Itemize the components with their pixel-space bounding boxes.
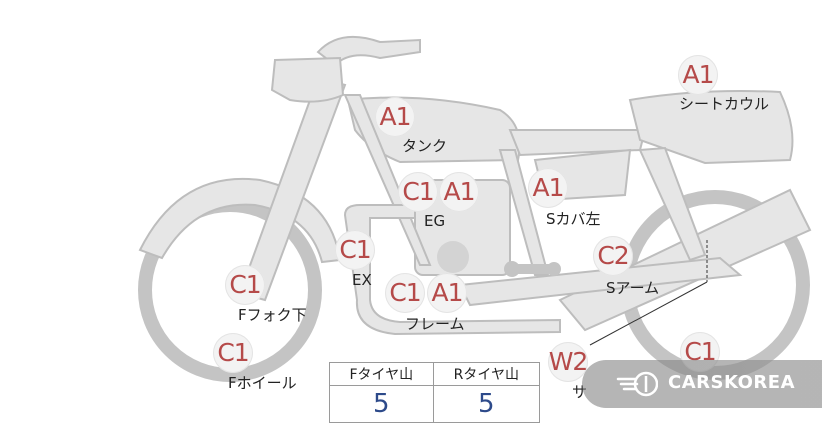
grade-ex: C1 bbox=[335, 230, 375, 270]
label-swing-arm: Sアーム bbox=[606, 279, 660, 297]
label-front-fork-lower: Fフォク下 bbox=[238, 306, 307, 324]
wing-logo-icon bbox=[616, 371, 658, 397]
front-tire-header: Fタイヤ山 bbox=[329, 362, 434, 386]
grade-side-cover-left: A1 bbox=[528, 168, 568, 208]
muffler-shape bbox=[558, 188, 812, 332]
grade-eg-c: C1 bbox=[398, 172, 438, 212]
label-frame: フレーム bbox=[405, 315, 465, 333]
label-front-wheel: Fホイール bbox=[228, 374, 297, 392]
label-ex: EX bbox=[352, 271, 372, 289]
grade-frame-a: A1 bbox=[427, 273, 467, 313]
front-tire-value: 5 bbox=[329, 385, 434, 423]
grade-seat-cowl: A1 bbox=[678, 55, 718, 95]
label-seat-cowl: シートカウル bbox=[679, 95, 770, 113]
grade-w2: W2 bbox=[548, 342, 588, 382]
grade-swing-arm: C2 bbox=[593, 236, 633, 276]
handlebar-shape bbox=[316, 35, 421, 67]
leader-line bbox=[589, 281, 708, 346]
watermark-text: CARSKOREA bbox=[668, 372, 795, 393]
label-tank: タンク bbox=[402, 137, 448, 155]
engine-cover-shape bbox=[437, 241, 469, 273]
grade-eg-a: A1 bbox=[439, 172, 479, 212]
exhaust-shape bbox=[343, 204, 561, 336]
tire-tread-table: Fタイヤ山 Rタイヤ山 5 5 bbox=[329, 362, 541, 423]
grade-frame-c: C1 bbox=[385, 273, 425, 313]
label-eg: EG bbox=[424, 212, 446, 230]
grade-front-fork-lower: C1 bbox=[225, 265, 265, 305]
grade-tank: A1 bbox=[375, 97, 415, 137]
watermark-banner: CARSKOREA bbox=[582, 360, 822, 408]
swing-arm-shape bbox=[458, 256, 743, 307]
rear-shock-shape bbox=[638, 146, 707, 262]
rear-tire-value: 5 bbox=[432, 385, 541, 423]
headlight-shape bbox=[270, 56, 345, 103]
label-side-cover-left: Sカバ左 bbox=[546, 210, 601, 228]
rear-tire-header: Rタイヤ山 bbox=[432, 362, 541, 386]
seat-cowl-shape bbox=[628, 90, 794, 165]
grade-front-wheel: C1 bbox=[213, 333, 253, 373]
